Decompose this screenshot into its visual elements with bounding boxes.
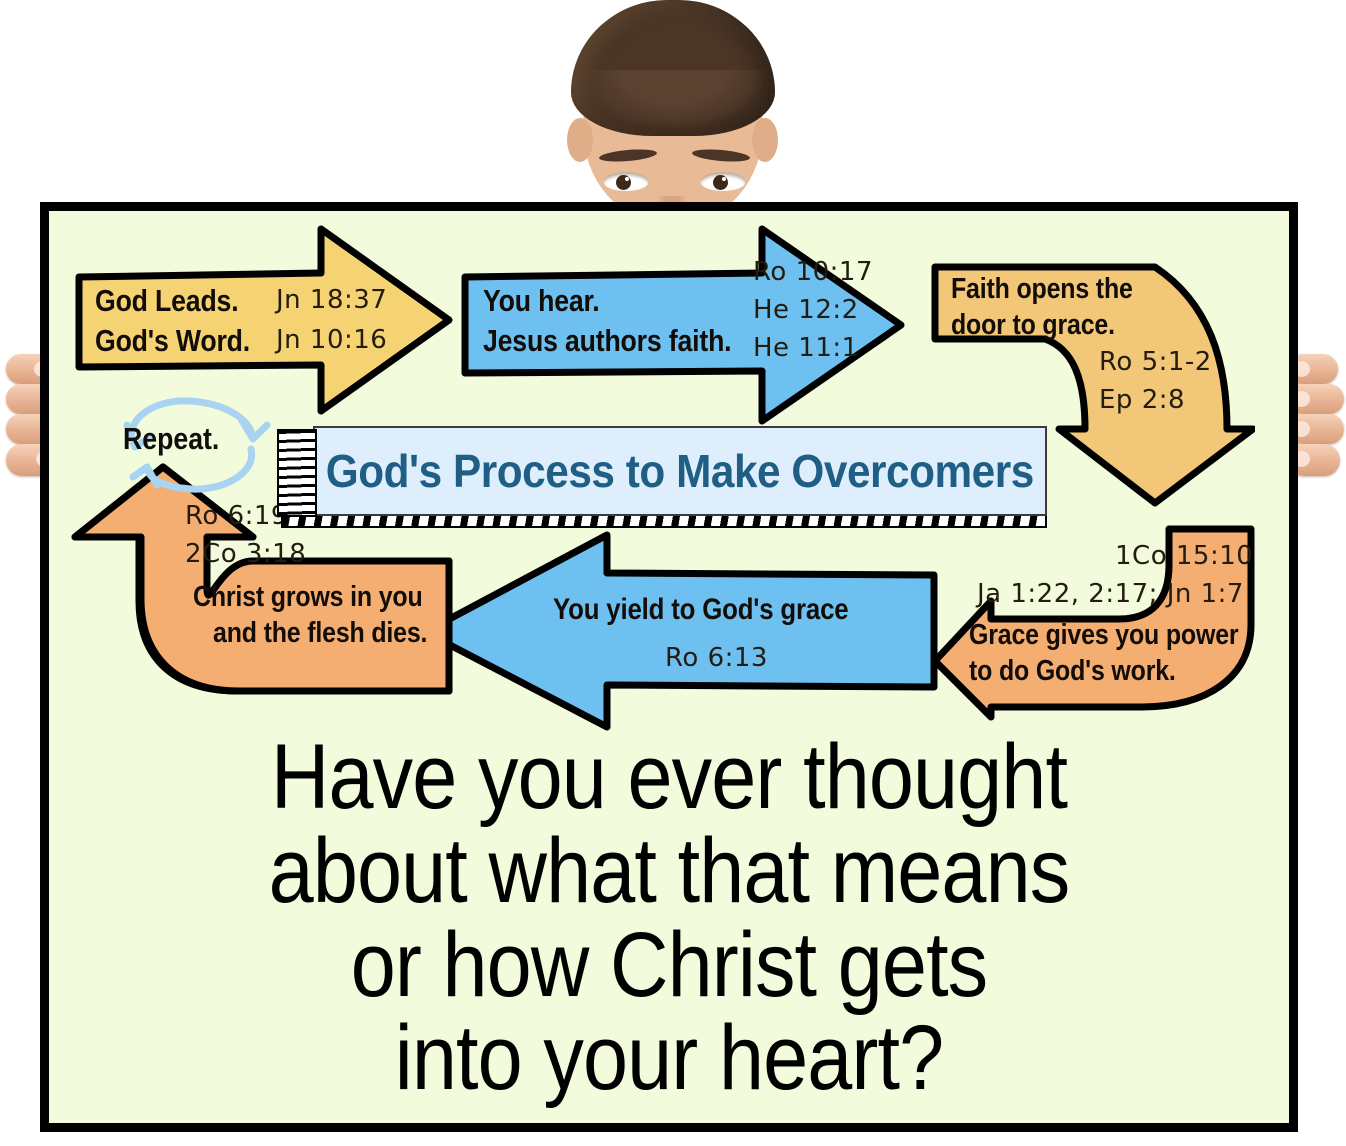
god-leads-line-2: God's Word.: [95, 323, 251, 358]
grace-power-ref-2: Ja 1:22, 2:17; Jn 1:7: [977, 579, 1244, 609]
faith-opens-ref-2: Ep 2:8: [1099, 385, 1186, 415]
step-arrow-god-leads: God Leads. God's Word. Jn 18:37 Jn 10:16: [71, 225, 455, 415]
repeat-cycle-group: Repeat.: [101, 391, 291, 501]
grace-power-ref-1: 1Co 15:10: [1115, 541, 1254, 571]
question-text: Have you ever thought about what that me…: [123, 726, 1214, 1110]
you-yield-line-1: You yield to God's grace: [553, 593, 849, 626]
ear-left: [567, 118, 593, 162]
repeat-label: Repeat.: [123, 421, 220, 456]
you-hear-ref-3: He 11:1: [753, 333, 859, 363]
sign-board: God Leads. God's Word. Jn 18:37 Jn 10:16…: [40, 202, 1298, 1132]
step-arrow-faith-opens: Faith opens the door to grace. Ro 5:1-2 …: [927, 251, 1257, 511]
eye-left: [603, 172, 649, 191]
question-line-3: or how Christ gets: [350, 913, 988, 1016]
step-arrow-you-yield: You yield to God's grace Ro 6:13: [417, 531, 942, 731]
you-yield-arrow-icon: [421, 531, 938, 731]
you-hear-ref-2: He 12:2: [753, 295, 859, 325]
book-base: [281, 514, 1047, 528]
title-box: God's Process to Make Overcomers: [313, 426, 1047, 516]
god-leads-ref-2: Jn 10:16: [276, 325, 388, 355]
god-leads-line-1: God Leads.: [95, 283, 239, 318]
question-line-2: about what that means: [268, 819, 1071, 922]
faith-opens-line-1: Faith opens the: [951, 273, 1133, 305]
christ-grows-curved-arrow-icon: [71, 463, 453, 695]
circular-refresh-arrow-icon: [123, 397, 271, 493]
you-hear-ref-1: Ro 10:17: [753, 257, 873, 287]
grace-power-line-2: to do God's work.: [969, 655, 1176, 687]
page-title: God's Process to Make Overcomers: [325, 445, 1035, 497]
christ-grows-ref-2: 2Co 3:18: [185, 539, 307, 569]
faith-opens-curved-arrow-icon: [931, 263, 1257, 507]
question-line-1: Have you ever thought: [270, 726, 1068, 828]
person-holding-sign: [565, 0, 780, 223]
christ-grows-line-1: Christ grows in you: [193, 581, 423, 613]
step-arrow-you-hear: You hear. Jesus authors faith. Ro 10:17 …: [457, 225, 907, 425]
christ-grows-ref-1: Ro 6:19: [185, 501, 288, 531]
step-arrow-christ-grows: Ro 6:19 2Co 3:18 Christ grows in you and…: [67, 461, 457, 709]
eye-right: [700, 172, 746, 191]
you-hear-arrow-icon: [461, 225, 905, 425]
god-leads-arrow-icon: [75, 225, 453, 415]
god-leads-ref-1: Jn 18:37: [276, 285, 388, 315]
you-hear-line-2: Jesus authors faith.: [483, 323, 732, 358]
ear-right: [752, 118, 778, 162]
step-arrow-grace-power: 1Co 15:10 Ja 1:22, 2:17; Jn 1:7 Grace gi…: [929, 521, 1259, 721]
you-hear-line-1: You hear.: [483, 283, 600, 318]
grace-power-line-1: Grace gives you power: [969, 619, 1239, 651]
faith-opens-ref-1: Ro 5:1-2: [1099, 347, 1212, 377]
you-yield-ref-1: Ro 6:13: [665, 643, 768, 673]
book-pages-icon: [277, 429, 317, 517]
question-line-4: into your heart?: [394, 1007, 944, 1110]
hair: [571, 0, 775, 136]
christ-grows-line-2: and the flesh dies.: [213, 617, 428, 649]
title-banner: God's Process to Make Overcomers: [277, 426, 1047, 528]
faith-opens-line-2: door to grace.: [951, 309, 1115, 341]
grace-power-curved-arrow-icon: [931, 525, 1255, 721]
